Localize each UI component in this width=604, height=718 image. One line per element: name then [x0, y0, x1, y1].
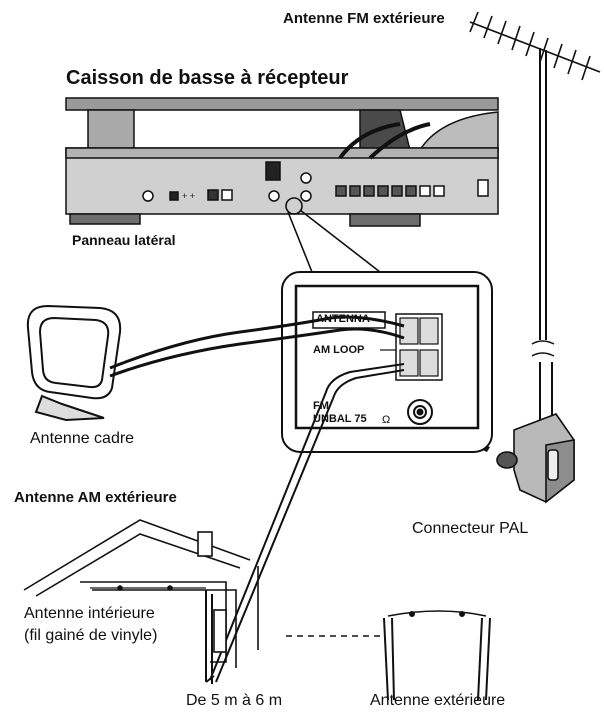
house-icon [23, 519, 259, 668]
receiver-subwoofer-icon: + + [65, 97, 499, 227]
receiver-subwoofer-label: Caisson de basse à récepteur [66, 67, 349, 89]
am-wire [205, 363, 405, 684]
cable-break-icon [531, 340, 555, 362]
outdoor-antenna-label: Antenne extérieure [370, 692, 506, 709]
loop-antenna-icon [26, 304, 405, 422]
side-panel-label: Panneau latéral [72, 232, 176, 248]
panel-fm-label: FM [313, 400, 329, 412]
indoor-antenna-label-line2: (fil gainé de vinyle) [24, 627, 158, 644]
fm-antenna-icon [469, 11, 601, 360]
am-outdoor-antenna-label: Antenne AM extérieure [14, 489, 177, 506]
pal-connector-label: Connecteur PAL [412, 520, 529, 537]
callout-lines [285, 197, 381, 273]
panel-antenna-label: ANTENNA [316, 313, 370, 325]
outdoor-antenna-icon [383, 610, 491, 701]
pal-connector-icon [496, 413, 575, 504]
svg-text:+ +: + + [182, 191, 195, 201]
panel-ohm-label: Ω [382, 414, 391, 426]
loop-antenna-label: Antenne cadre [30, 430, 135, 447]
panel-am-loop-label: AM LOOP [313, 344, 365, 356]
fm-outdoor-antenna-label: Antenne FM extérieure [283, 10, 445, 27]
indoor-antenna-label-line1: Antenne intérieure [24, 605, 155, 622]
length-label: De 5 m à 6 m [186, 692, 283, 709]
panel-unbal-label: UNBAL 75 [313, 413, 367, 425]
